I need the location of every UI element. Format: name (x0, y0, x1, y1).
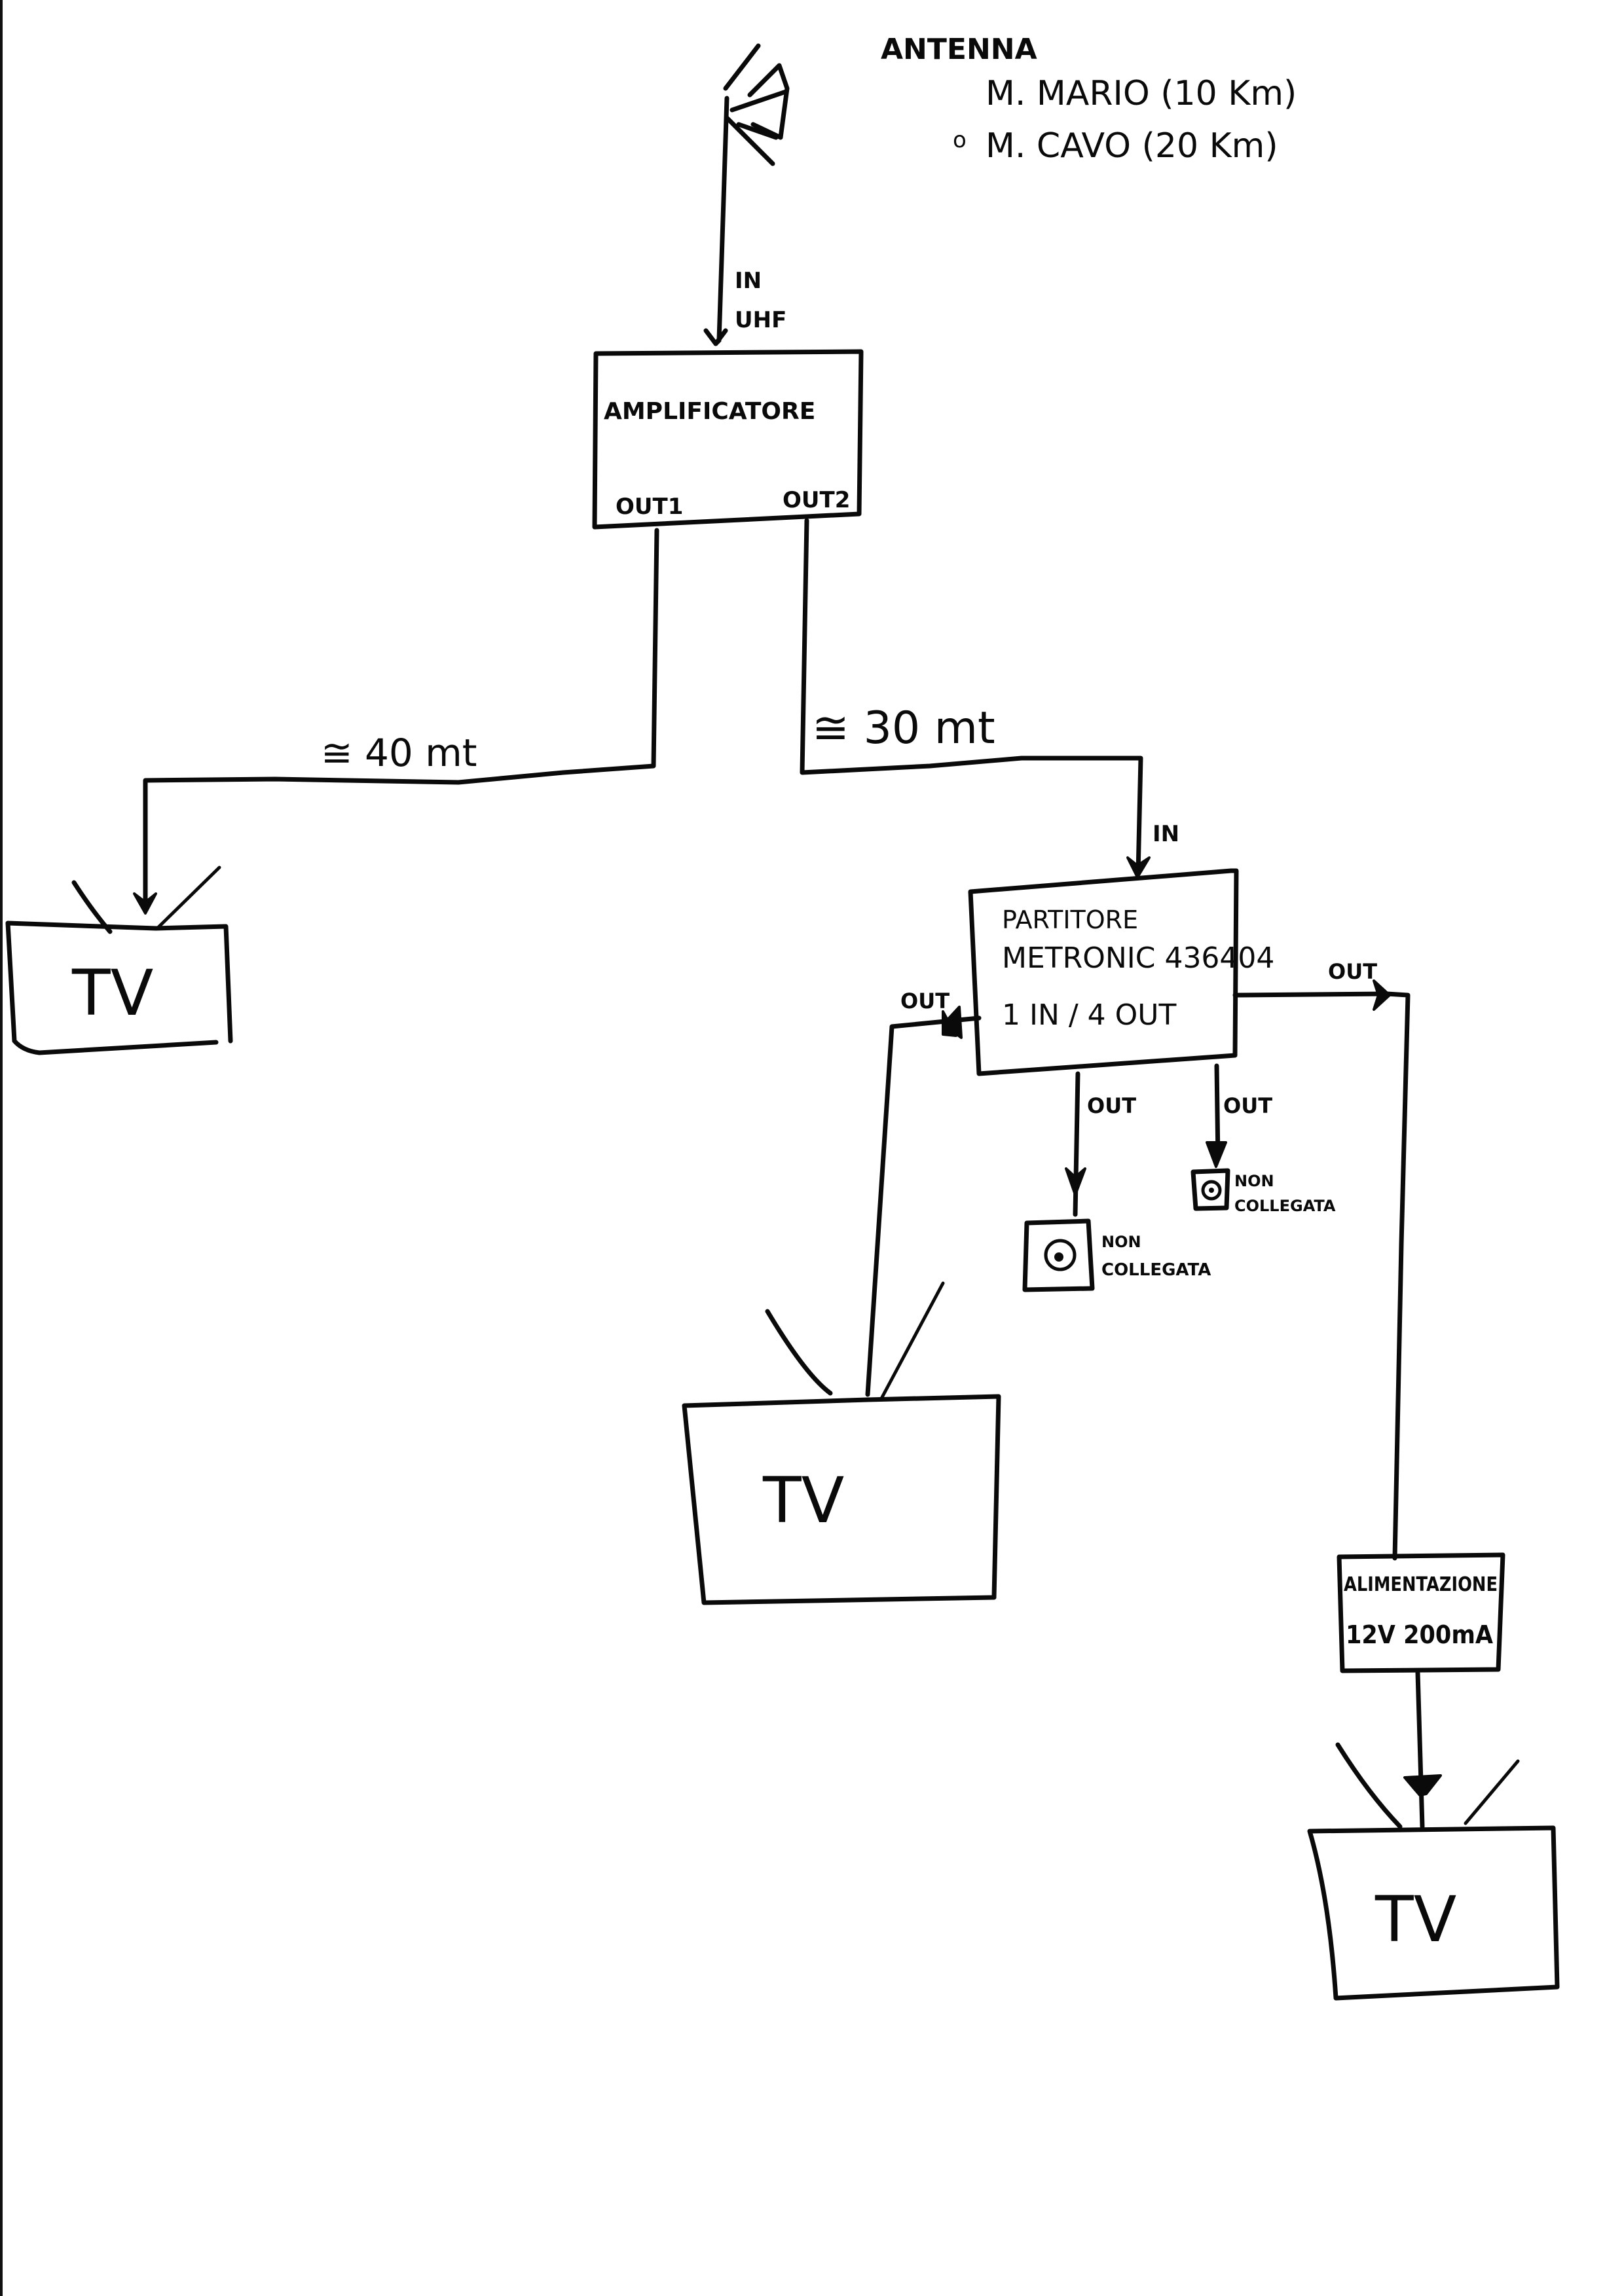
tv-2-label: TV (762, 1464, 844, 1537)
cable-splitter-to-power-supply (1232, 979, 1411, 1561)
splitter-out-bottom-1-label: OUT (1087, 1093, 1136, 1118)
terminal-1-icon (1022, 1218, 1095, 1292)
cable-splitter-bottom-out-2 (1206, 1063, 1227, 1168)
power-supply-line-1: ALIMENTAZIONE (1344, 1573, 1498, 1596)
amplifier-out1-label: OUT1 (616, 494, 683, 520)
terminal-2-icon (1190, 1168, 1230, 1211)
antenna-source-1: M. MARIO (10 Km) (986, 74, 1297, 113)
splitter-line-1: PARTITORE (1002, 905, 1138, 934)
power-supply-line-2: 12V 200mA (1346, 1620, 1494, 1649)
antenna-to-amplifier-arrow (703, 328, 728, 346)
splitter-line-3: 1 IN / 4 OUT (1002, 998, 1176, 1032)
antenna-title: ANTENNA (881, 33, 1037, 66)
terminal-2-line-2: COLLEGATA (1234, 1197, 1336, 1215)
cable-length-to-splitter: ≅ 30 mt (812, 702, 995, 754)
tv-3-label: TV (1375, 1883, 1456, 1956)
splitter-box (968, 868, 1239, 1076)
amplifier-out2-label: OUT2 (783, 487, 850, 513)
antenna-source-2: M. CAVO (20 Km) (986, 126, 1278, 166)
cable-splitter-bottom-out-1 (1065, 1071, 1086, 1217)
tv-2-icon (682, 1281, 1001, 1605)
cable-length-to-tv1: ≅ 40 mt (321, 731, 477, 775)
tv-3-icon (1307, 1742, 1560, 2001)
tv-1-icon (5, 866, 233, 1055)
splitter-input-label: IN (1153, 821, 1179, 847)
terminal-1-line-1: NON (1101, 1233, 1141, 1251)
splitter-out-right-label: OUT (1328, 959, 1377, 984)
cable-out1-to-tv1 (133, 528, 659, 915)
splitter-out-bottom-2-label: OUT (1223, 1093, 1272, 1118)
power-supply-box (1337, 1552, 1505, 1673)
terminal-2-line-1: NON (1234, 1172, 1274, 1190)
page-edge-line (0, 0, 3, 2296)
cable-splitter-to-tv2 (865, 1006, 982, 1397)
amplifier-input-label-uhf: UHF (735, 307, 786, 333)
amplifier-input-label-in: IN (735, 268, 762, 294)
cable-out2-to-splitter (800, 518, 1151, 879)
splitter-line-2: METRONIC 436404 (1002, 941, 1274, 975)
antenna-icon (716, 43, 790, 343)
amplifier-title: AMPLIFICATORE (604, 398, 815, 425)
cable-power-supply-to-tv3 (1403, 1670, 1442, 1829)
antenna-source-or: o (953, 127, 967, 153)
amplifier-box (592, 349, 864, 530)
splitter-out-left-label: OUT (900, 989, 950, 1013)
tv-1-label: TV (71, 957, 153, 1030)
terminal-1-line-2: COLLEGATA (1101, 1260, 1211, 1280)
